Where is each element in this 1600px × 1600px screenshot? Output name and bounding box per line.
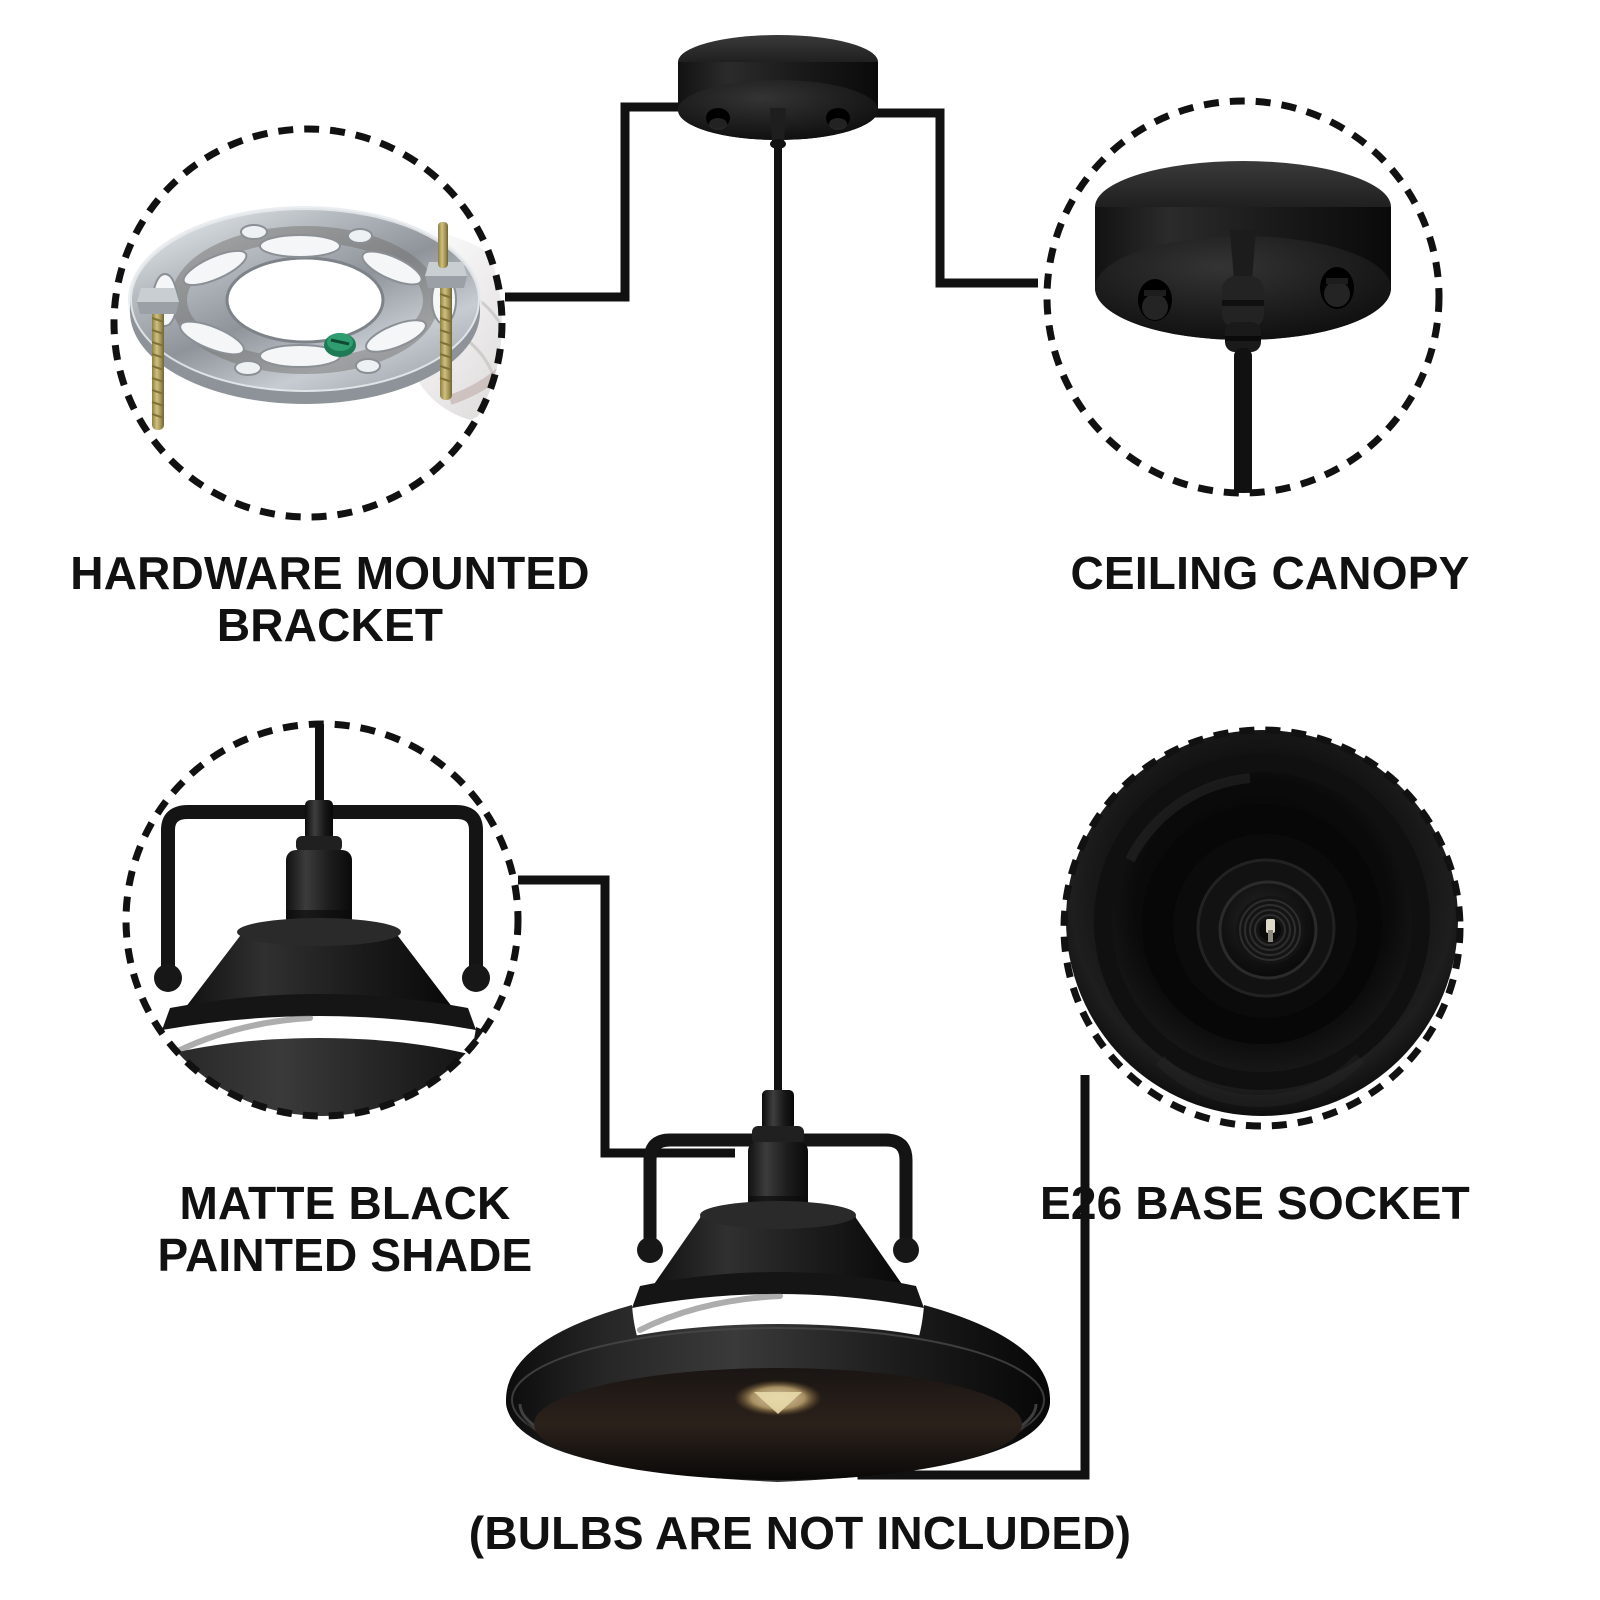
canopy-screw-holes (1138, 267, 1354, 321)
pendant-light-product (506, 35, 1050, 1482)
callout-ceiling-canopy (1043, 97, 1443, 497)
callout-label-hardware-bracket: HARDWARE MOUNTED BRACKET (70, 547, 590, 651)
connector-shade (518, 875, 735, 1158)
callout-hardware-bracket (110, 125, 506, 521)
bolt-right (425, 222, 467, 400)
connector-canopy (872, 108, 1038, 288)
canopy-cord-grip (1222, 230, 1264, 493)
product-cord (774, 140, 782, 1090)
ground-screw (324, 333, 356, 357)
callout-ring (1043, 97, 1443, 497)
product-shade-assembly (506, 1090, 1050, 1482)
callout-e26-socket (1060, 726, 1464, 1130)
callout-ring (1060, 726, 1464, 1130)
bolt-left (137, 288, 179, 430)
footnote-bulbs-not-included: (BULBS ARE NOT INCLUDED) (468, 1507, 1132, 1559)
connector-bracket (505, 102, 690, 302)
callout-label-ceiling-canopy: CEILING CANOPY (1070, 547, 1470, 599)
callout-matte-black-shade (122, 720, 522, 1120)
callout-label-matte-black-shade: MATTE BLACK PAINTED SHADE (157, 1177, 533, 1281)
callout-ring (110, 125, 506, 521)
callout-ring (122, 720, 522, 1120)
callout-label-e26-base-socket: E26 BASE SOCKET (1040, 1177, 1470, 1229)
product-ceiling-canopy (678, 35, 878, 149)
